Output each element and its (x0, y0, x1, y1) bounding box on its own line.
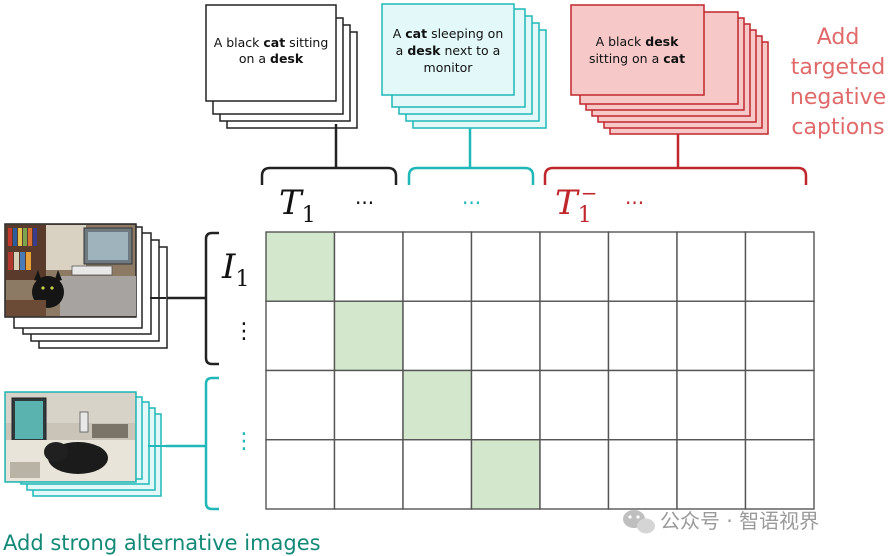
matrix-cell (744, 231, 815, 302)
svg-text:captions: captions (791, 115, 884, 140)
svg-text:negative: negative (790, 85, 886, 110)
matrix-cell (676, 369, 747, 441)
matrix-cell (744, 300, 815, 372)
positive-caption-stack: A black cat sitting on a desk (205, 4, 358, 129)
matrix-cell (333, 369, 404, 441)
matrix-cell (744, 369, 815, 441)
brace-negative-text (543, 134, 808, 185)
alternative-caption-stack: A cat sleeping on a desk next to a monit… (381, 3, 547, 129)
positive-caption-line2: on a desk (239, 51, 304, 66)
alternative-caption-line3: monitor (424, 60, 474, 75)
alternative-images-annotation: Add strong alternative images (3, 531, 321, 555)
matrix-cell (265, 300, 336, 372)
negative-captions-annotation: Add targeted negative captions (790, 25, 886, 140)
matrix-cell (402, 439, 473, 510)
matrix-cell-positive (402, 369, 473, 441)
text-label-t1-negative: T1− (555, 181, 597, 228)
matrix-cell (265, 439, 336, 510)
matrix-cell (333, 231, 404, 302)
matrix-cell (539, 300, 610, 372)
matrix-cell (607, 439, 678, 510)
matrix-cell (402, 231, 473, 302)
image-vdots-black: ⋮ (233, 319, 255, 344)
matrix-cell (676, 439, 747, 510)
watermark: 公众号 · 智语视界 (623, 509, 819, 534)
negative-caption-line2: sitting on a cat (589, 51, 685, 66)
brace-positive-text (260, 124, 398, 185)
text-ellipsis-black: ··· (355, 191, 374, 215)
alternative-image-stack (4, 391, 166, 497)
brace-positive-image (166, 231, 219, 366)
brace-alternative-text (407, 128, 535, 185)
matrix-cell (470, 231, 541, 302)
positive-image-stack (4, 223, 168, 349)
text-ellipsis-teal: ··· (462, 191, 481, 215)
positive-caption-line1: A black cat sitting (214, 35, 329, 50)
text-label-t1: T1 (279, 183, 316, 228)
matrix-cell (607, 231, 678, 302)
matrix-cell-positive (470, 439, 541, 510)
matrix-cell (333, 439, 404, 510)
matrix-cell (402, 300, 473, 372)
negative-caption-stack: A black desk sitting on a cat (570, 4, 769, 135)
matrix-cell (676, 231, 747, 302)
brace-alternative-image (166, 376, 219, 511)
photo-cat-on-desk (4, 223, 137, 318)
matrix-cell (265, 369, 336, 441)
matrix-cell (744, 439, 815, 510)
similarity-matrix (265, 231, 815, 510)
matrix-cell-positive (333, 300, 404, 372)
matrix-cell-positive (265, 231, 336, 302)
matrix-cell (539, 369, 610, 441)
svg-text:Add: Add (817, 25, 860, 50)
wechat-icon (623, 510, 655, 534)
matrix-cell (607, 369, 678, 441)
svg-text:targeted: targeted (791, 55, 885, 80)
matrix-cell (470, 369, 541, 441)
image-label-i1: I1 (221, 247, 249, 292)
matrix-cell (607, 300, 678, 372)
matrix-cell (539, 439, 610, 510)
matrix-cell (676, 300, 747, 372)
matrix-cell (470, 300, 541, 372)
text-ellipsis-red: ··· (625, 191, 644, 215)
negative-caption-line1: A black desk (596, 34, 680, 49)
alternative-caption-line2: a desk next to a (396, 43, 501, 58)
photo-cat-sleeping (4, 391, 137, 483)
svg-text:公众号 · 智语视界: 公众号 · 智语视界 (660, 509, 819, 533)
alternative-caption-line1: A cat sleeping on (393, 26, 504, 41)
matrix-cell (539, 231, 610, 302)
image-vdots-teal: ⋮ (233, 429, 255, 454)
